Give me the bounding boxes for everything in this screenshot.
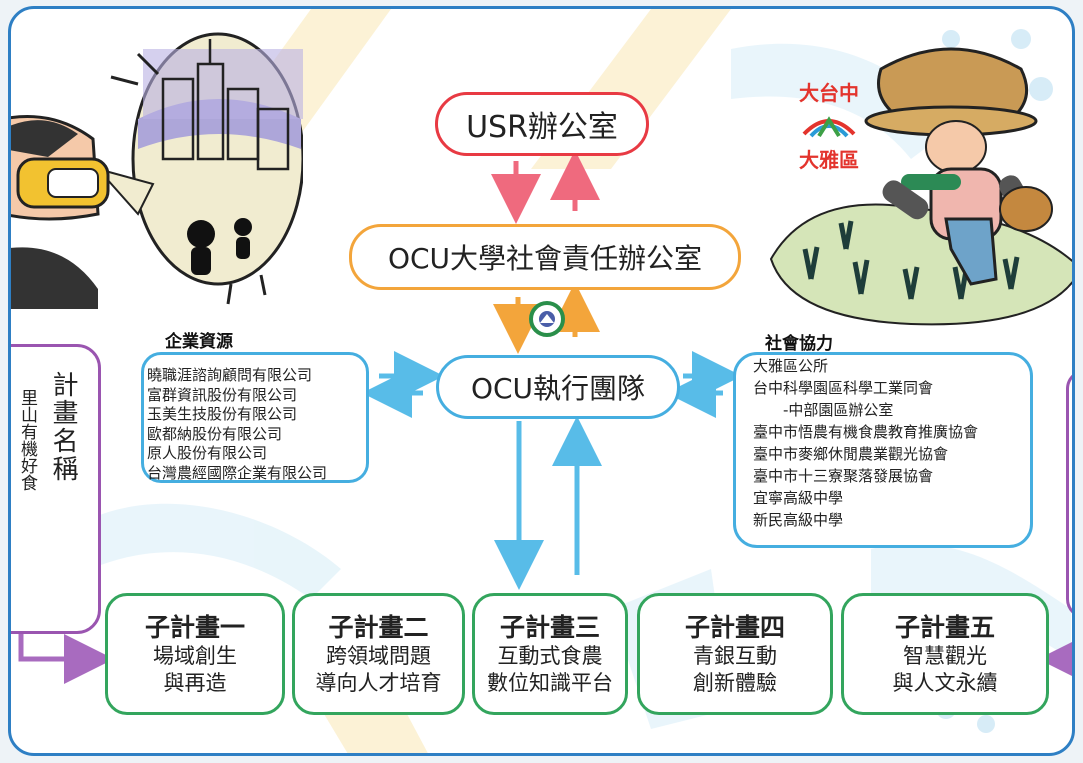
plan-name-label: 計畫名稱: [48, 371, 78, 483]
community-item: -中部園區辦公室: [783, 401, 894, 419]
vr-city-illustration: [11, 32, 303, 309]
subproject-3-line: 數位知識平台: [487, 670, 613, 695]
enterprise-item: 曉職涯諮詢顧問有限公司: [147, 366, 313, 384]
subproject-5-box: 子計畫五 智慧觀光 與人文永續: [841, 593, 1049, 715]
usr-office-box: USR辦公室: [435, 92, 649, 156]
subproject-1-box: 子計畫一 場域創生 與再造: [105, 593, 285, 715]
plan-name-value: 里山有機好食: [17, 389, 37, 491]
subproject-5-line: 智慧觀光: [903, 644, 987, 669]
subproject-3-box: 子計畫三 互動式食農 數位知識平台: [472, 593, 628, 715]
subproject-4-line: 青銀互動: [693, 644, 777, 669]
subproject-5-title: 子計畫五: [894, 613, 995, 643]
ocu-emblem-icon: [529, 301, 565, 337]
enterprise-item: 台灣農經國際企業有限公司: [147, 463, 328, 482]
enterprise-heading: 企業資源: [165, 332, 233, 352]
right-edge-box: [1066, 369, 1072, 619]
enterprise-box: [141, 352, 369, 483]
enterprise-list: 曉職涯諮詢顧問有限公司 富群資訊股份有限公司 玉美生技股份有限公司 歐都納股份有…: [147, 366, 327, 483]
plan-name-box: [11, 344, 101, 634]
subproject-4-line: 創新體驗: [693, 670, 777, 695]
community-item: 宜寧高級中學: [753, 489, 844, 507]
community-heading: 社會協力: [765, 334, 833, 354]
ocu-team-box: OCU執行團隊: [436, 355, 680, 419]
region-logo-top: 大台中: [799, 83, 859, 105]
enterprise-item: 富群資訊股份有限公司: [147, 385, 298, 404]
enterprise-item: 玉美生技股份有限公司: [147, 405, 298, 423]
usr-office-label: USR辦公室: [466, 110, 618, 145]
subproject-2-line: 跨領域問題: [326, 644, 431, 669]
subproject-5-line: 與人文永續: [892, 670, 998, 695]
community-item: 臺中市麥鄉休閒農業觀光協會: [753, 445, 949, 463]
diagram-frame: 大台中 大雅區: [8, 6, 1075, 756]
farmer-illustration: [769, 47, 1072, 326]
ocu-office-box: OCU大學社會責任辦公室: [349, 224, 741, 290]
enterprise-item: 原人股份有限公司: [147, 444, 268, 462]
subproject-3-title: 子計畫三: [499, 613, 600, 643]
ocu-office-label: OCU大學社會責任辦公室: [387, 242, 703, 275]
subproject-2-line: 導向人才培育: [315, 670, 442, 695]
subproject-2-title: 子計畫二: [328, 613, 429, 643]
subproject-4-box: 子計畫四 青銀互動 創新體驗: [637, 593, 833, 715]
community-item: 大雅區公所: [753, 357, 829, 375]
region-logo: 大台中 大雅區: [789, 77, 869, 187]
community-item: 台中科學園區科學工業同會: [753, 379, 934, 397]
community-item: 臺中市悟農有機食農教育推廣協會: [753, 423, 979, 441]
subproject-1-line: 與再造: [163, 670, 227, 695]
community-item: 臺中市十三寮聚落發展協會: [753, 467, 934, 485]
enterprise-item: 歐都納股份有限公司: [147, 424, 283, 443]
subproject-1-line: 場域創生: [153, 644, 237, 669]
community-box: [733, 352, 1033, 548]
community-list: 大雅區公所 台中科學園區科學工業同會 -中部園區辦公室 臺中市悟農有機食農教育推…: [753, 355, 978, 531]
community-item: 新民高級中學: [753, 511, 844, 529]
connector-arrows: [18, 150, 1072, 684]
region-logo-bottom: 大雅區: [799, 150, 859, 172]
subproject-3-line: 互動式食農: [497, 644, 603, 669]
subproject-2-box: 子計畫二 跨領域問題 導向人才培育: [292, 593, 465, 715]
region-logo-mark: [802, 116, 856, 138]
ocu-team-label: OCU執行團隊: [470, 372, 646, 405]
subproject-4-title: 子計畫四: [684, 613, 785, 643]
subproject-1-title: 子計畫一: [144, 613, 245, 643]
